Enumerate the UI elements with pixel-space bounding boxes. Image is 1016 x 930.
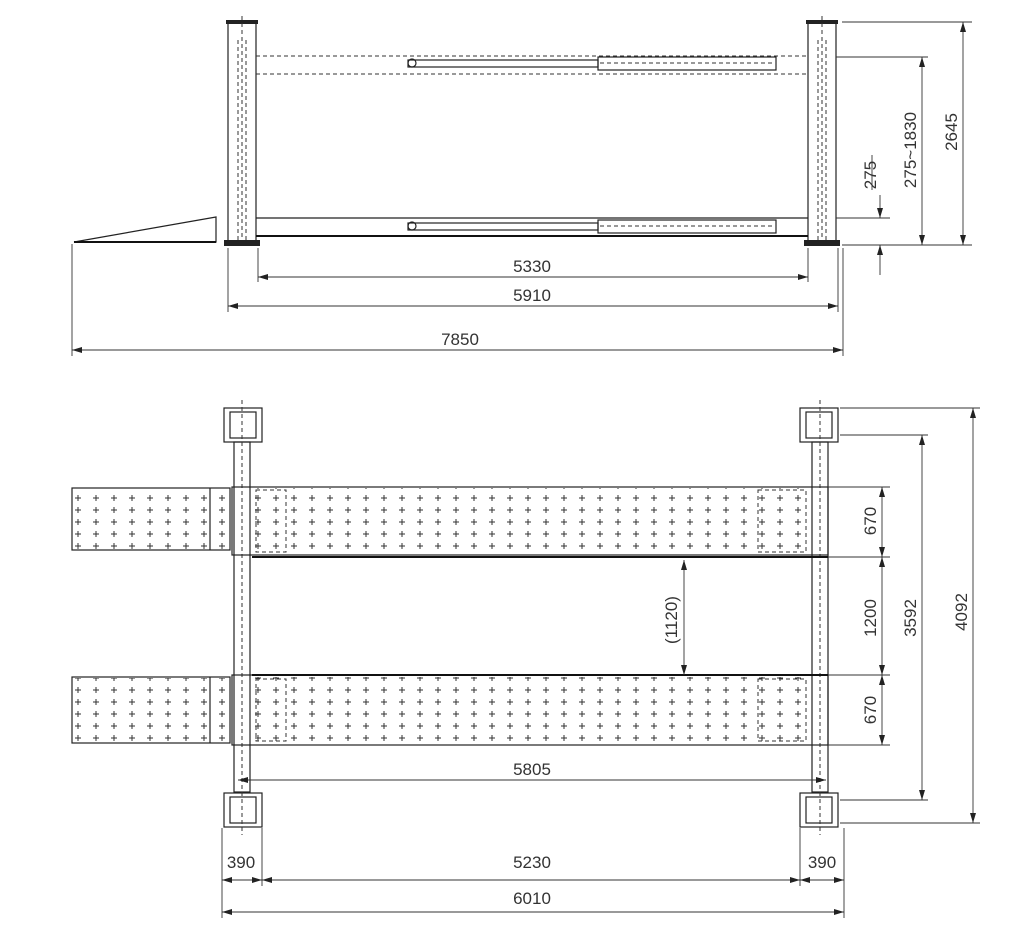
dim-390-5230-390: 390 5230 390 xyxy=(221,828,845,918)
ramp-bottom xyxy=(71,676,231,744)
dim-label: 5910 xyxy=(513,286,551,305)
dim-4092: 4092 xyxy=(840,407,980,824)
dim-label: 5805 xyxy=(513,760,551,779)
left-column xyxy=(224,16,260,246)
post-base-plates xyxy=(223,407,839,828)
dim-label: 4092 xyxy=(952,593,971,631)
dim-5910: 5910 xyxy=(227,248,839,312)
dim-label: 1200 xyxy=(861,599,880,637)
dim-label: 3592 xyxy=(901,599,920,637)
dim-5805: 5805 xyxy=(238,760,826,783)
dim-2645: 2645 xyxy=(842,21,972,246)
dim-label: 390 xyxy=(227,853,255,872)
dim-1120: (1120) xyxy=(662,560,687,675)
dim-label: 5230 xyxy=(513,853,551,872)
dim-label: 275~1830 xyxy=(901,112,920,188)
lowered-platform xyxy=(256,217,808,237)
dim-7850: 7850 xyxy=(71,244,844,356)
dim-670-bottom: 670 xyxy=(828,675,890,746)
dim-label: 7850 xyxy=(441,330,479,349)
cross-beams xyxy=(233,400,829,835)
dim-label: 390 xyxy=(808,853,836,872)
dim-5330: 5330 xyxy=(257,248,809,282)
dim-670-top: 670 xyxy=(828,486,890,558)
dim-6010: 6010 xyxy=(222,889,844,915)
dim-label: (1120) xyxy=(662,596,681,644)
dim-1200: 1200 xyxy=(828,557,890,676)
dim-275-1830: 275~1830 xyxy=(836,56,928,245)
top-view: 670 1200 670 (1120) 3592 4092 xyxy=(71,400,980,918)
dim-label: 670 xyxy=(861,507,880,535)
dim-3592: 3592 xyxy=(840,434,928,801)
runway-top xyxy=(231,486,829,558)
side-view: 5330 5910 7850 2645 275~1830 xyxy=(71,16,972,356)
dim-label: 6010 xyxy=(513,889,551,908)
runway-bottom xyxy=(231,674,829,746)
dim-label: 2645 xyxy=(942,113,961,151)
dim-275: 275 xyxy=(836,155,890,275)
dim-label: 670 xyxy=(861,696,880,724)
ramp xyxy=(73,216,217,243)
dim-label: 5330 xyxy=(513,257,551,276)
ramp-top xyxy=(71,487,231,551)
right-column xyxy=(804,16,840,246)
raised-platform xyxy=(256,55,808,75)
dim-label: 275 xyxy=(861,161,880,189)
